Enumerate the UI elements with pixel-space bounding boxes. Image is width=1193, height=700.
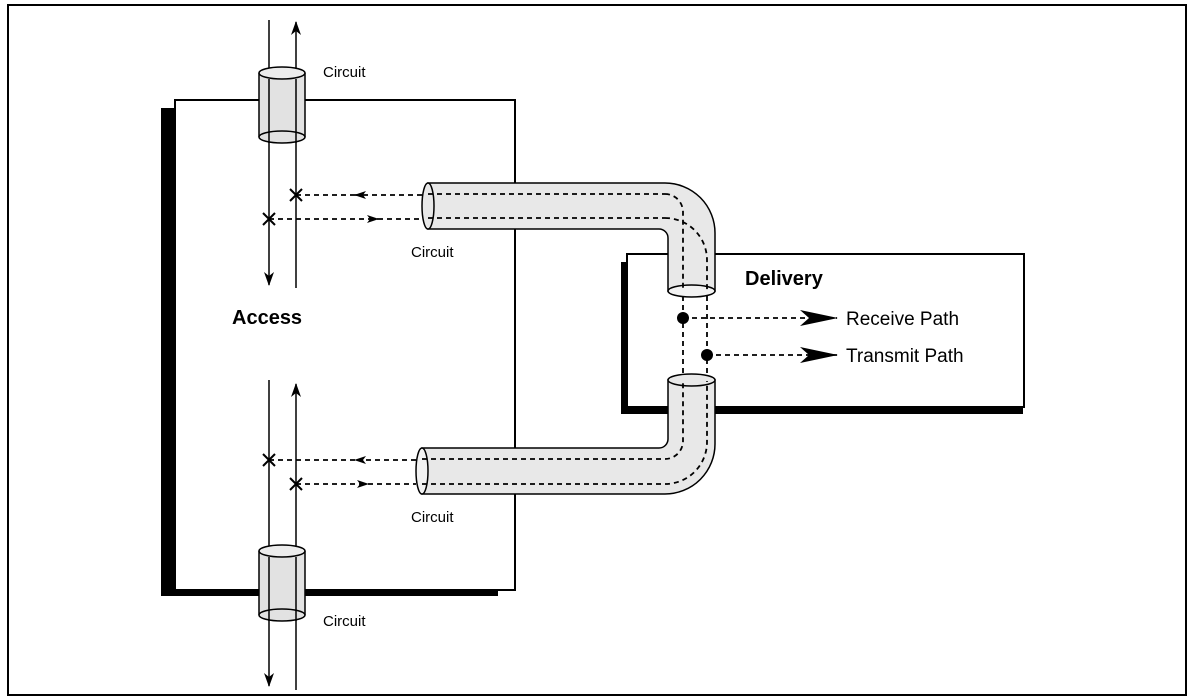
circuit-top-label: Circuit (323, 64, 366, 81)
access-box (161, 99, 516, 596)
outer-frame (7, 4, 1187, 696)
receive-path-label: Receive Path (846, 309, 959, 330)
upper-circuit-lines (264, 20, 301, 288)
upper-circuit-cylinder (258, 66, 306, 144)
upper-cross-marks (262, 188, 303, 226)
lower-circuit-lines (264, 380, 301, 690)
lower-cross-marks (262, 453, 303, 491)
upper-cross-connect-arrows (269, 191, 422, 223)
circuit-upper-pipe-label: Circuit (411, 244, 454, 261)
upper-circuit-pipe (421, 182, 716, 298)
delivery-label: Delivery (745, 268, 824, 290)
lower-circuit-pipe (415, 373, 716, 495)
access-label: Access (232, 307, 302, 329)
circuit-lower-pipe-label: Circuit (411, 509, 454, 526)
receive-path-arrow (677, 310, 838, 326)
lower-cross-connect-arrows (269, 456, 416, 488)
transmit-path-label: Transmit Path (846, 346, 964, 367)
transmit-path-arrow (701, 347, 838, 363)
lower-circuit-cylinder (258, 544, 306, 622)
circuit-bottom-label: Circuit (323, 613, 366, 630)
